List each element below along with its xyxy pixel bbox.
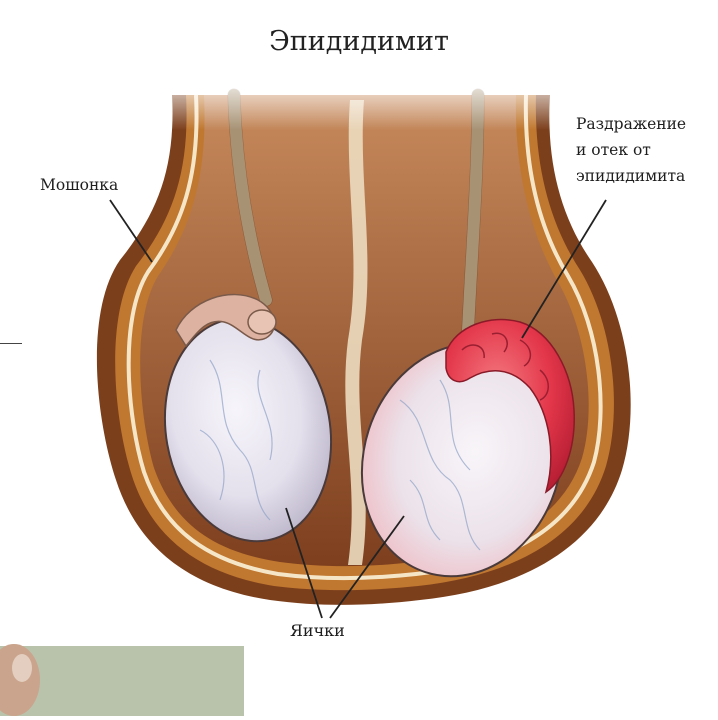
label-testicles: Яички bbox=[290, 622, 345, 640]
label-irritation-line-3: эпидидимита bbox=[576, 163, 686, 189]
diagram-title: Эпидидимит bbox=[0, 26, 718, 57]
label-irritation: Раздражение и отек от эпидидимита bbox=[576, 111, 686, 189]
top-fade bbox=[150, 70, 570, 130]
label-irritation-line-1: Раздражение bbox=[576, 111, 686, 137]
label-scrotum: Мошонка bbox=[40, 177, 118, 195]
label-irritation-line-2: и отек от bbox=[576, 137, 686, 163]
side-rule bbox=[0, 343, 22, 344]
left-epididymis-head bbox=[248, 310, 276, 334]
photo-fragment-highlight bbox=[12, 654, 32, 682]
